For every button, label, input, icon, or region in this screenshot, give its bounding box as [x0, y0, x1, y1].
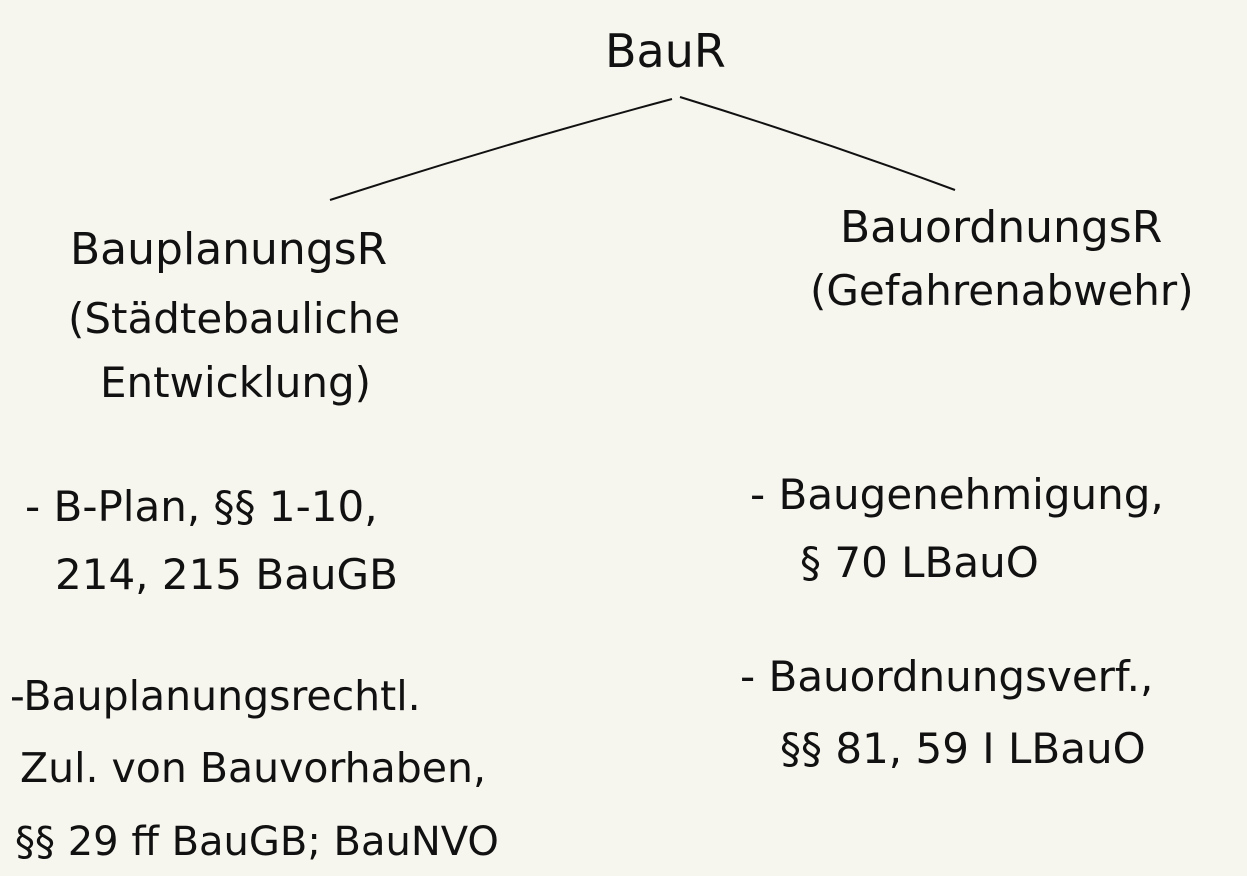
left-subtitle-1: (Städtebauliche [68, 294, 401, 343]
left-title: BauplanungsR [70, 224, 388, 275]
left-item-2-line-1: -Bauplanungsrechtl. [10, 672, 421, 720]
left-subtitle-2: Entwicklung) [100, 358, 372, 407]
left-item-2-line-3: §§ 29 ff BauGB; BauNVO [15, 819, 499, 865]
root-node: BauR [605, 24, 726, 78]
right-item-2-line-1: - Bauordnungsverf., [740, 652, 1154, 701]
left-item-1-line-1: - B-Plan, §§ 1-10, [25, 482, 378, 531]
right-item-2-line-2: §§ 81, 59 I LBauO [780, 724, 1146, 773]
connector-left [329, 98, 673, 201]
left-item-1-line-2: 214, 215 BauGB [55, 550, 398, 599]
left-item-2-line-2: Zul. von Bauvorhaben, [20, 744, 486, 792]
right-title: BauordnungsR [840, 202, 1163, 253]
right-item-1-line-1: - Baugenehmigung, [750, 470, 1164, 519]
right-item-1-line-2: § 70 LBauO [800, 538, 1039, 587]
right-subtitle-1: (Gefahrenabwehr) [810, 266, 1194, 315]
connector-right [679, 96, 956, 191]
